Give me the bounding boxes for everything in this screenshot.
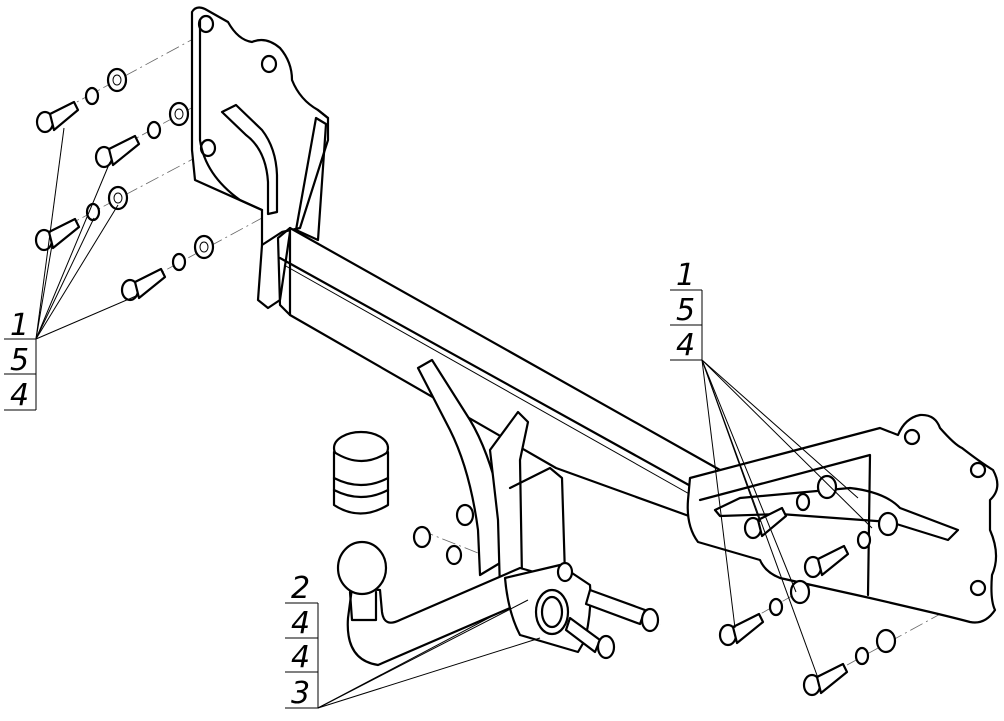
bolt [802, 662, 849, 697]
spring-washer [556, 561, 574, 583]
bolt [803, 544, 850, 579]
callout-left-1: 1 [10, 308, 29, 343]
ball-cover-cap [332, 430, 390, 515]
bolt [564, 616, 616, 660]
callout-leaders [4, 127, 873, 709]
callout-bottom-3: 4 [291, 640, 310, 675]
spring-washer [854, 646, 870, 666]
flat-washer [106, 67, 128, 93]
callout-right-1: 1 [676, 258, 695, 293]
callout-right-2: 5 [676, 293, 695, 328]
spring-washer [84, 86, 100, 106]
bolt [718, 612, 765, 647]
bolt [94, 134, 141, 169]
spring-washer [768, 597, 784, 617]
flat-washer [789, 579, 811, 605]
left-fasteners [34, 67, 215, 302]
spring-washer [445, 544, 463, 566]
callout-left-3: 4 [10, 378, 29, 413]
spring-washer [856, 530, 872, 550]
callout-labels: 1 5 4 1 5 4 2 4 4 3 [10, 258, 695, 711]
nut [455, 503, 475, 527]
flat-washer [877, 511, 899, 537]
bolt [34, 217, 81, 252]
tow-ball-fasteners [412, 503, 660, 660]
callout-bottom-4: 3 [291, 676, 310, 711]
spring-washer [146, 120, 162, 140]
bolt [584, 588, 660, 633]
spring-washer [171, 252, 187, 272]
bolt [35, 100, 80, 134]
bolt [120, 267, 167, 302]
spring-washer [795, 492, 811, 512]
left-mounting-bracket [190, 6, 330, 310]
main-cross-beam [276, 226, 722, 522]
right-fasteners [718, 474, 899, 697]
nut [412, 525, 432, 549]
callout-right-3: 4 [676, 328, 695, 363]
flat-washer [168, 101, 190, 127]
flat-washer [107, 185, 129, 211]
callout-bottom-1: 2 [291, 571, 310, 606]
flat-washer [816, 474, 838, 500]
flat-washer [875, 628, 897, 654]
callout-bottom-2: 4 [291, 606, 310, 641]
right-mounting-bracket [686, 413, 999, 624]
flat-washer [193, 234, 215, 260]
callout-left-2: 5 [10, 343, 29, 378]
bolt [743, 506, 788, 540]
tow-arm-assembly [336, 358, 592, 667]
